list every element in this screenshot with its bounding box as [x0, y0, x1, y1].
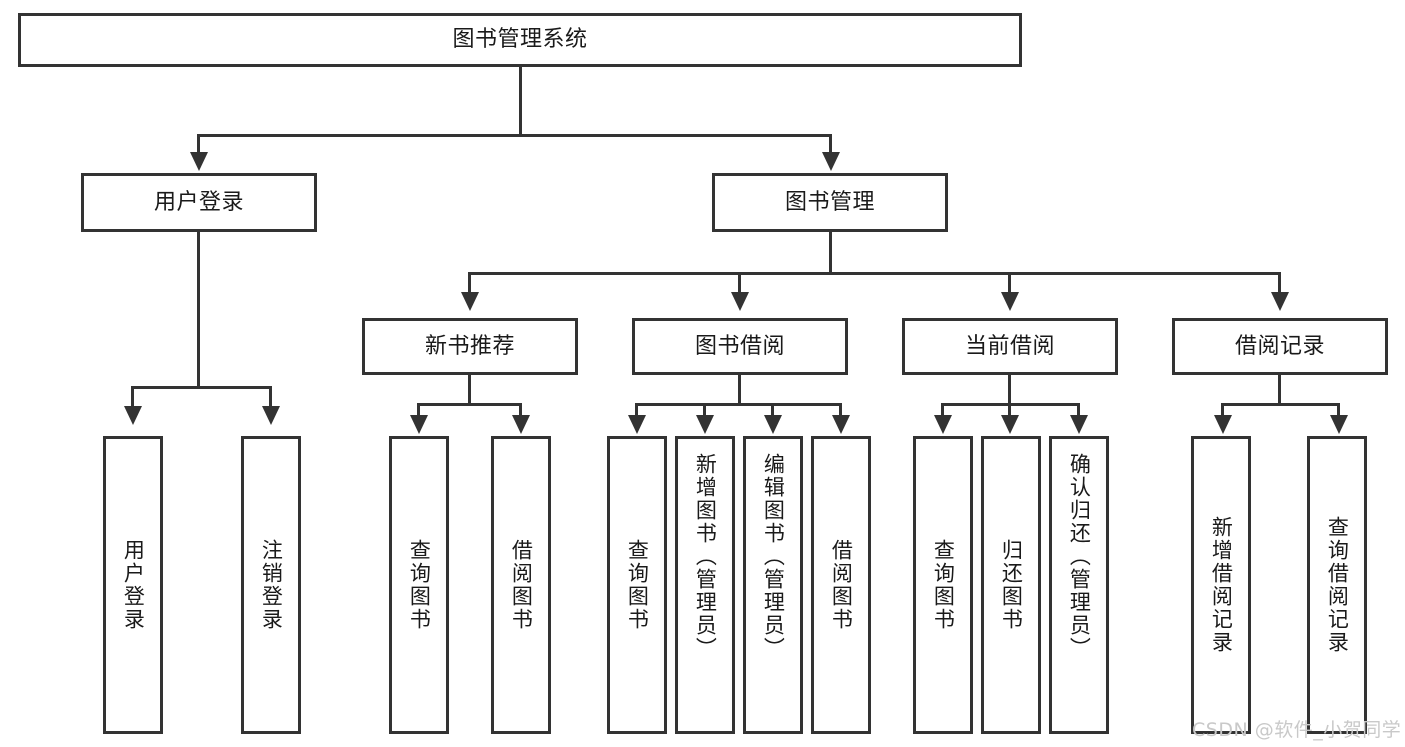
connector-current-borrow-stem: [1008, 375, 1011, 405]
node-label: 归还图书: [999, 539, 1024, 631]
node-root-system[interactable]: 图书管理系统: [18, 13, 1022, 67]
connector-bb-3: [771, 403, 774, 419]
node-label: 图书管理系统: [452, 27, 588, 53]
node-user-login[interactable]: 用户登录: [81, 173, 317, 232]
connector-new-book-bus: [417, 403, 522, 406]
node-label: 用户登录: [121, 539, 146, 631]
connector-cb-2: [1008, 403, 1011, 419]
node-label: 新书推荐: [424, 333, 515, 359]
leaf-edit-book-admin[interactable]: 编辑图书（管理员）: [743, 436, 803, 734]
connector-borrow-record-stem: [1278, 375, 1281, 405]
node-label: 查询借阅记录: [1325, 516, 1350, 654]
arrow-to-leaf-borrow-book-2: [832, 415, 850, 434]
connector-cb-3: [1077, 403, 1080, 419]
node-current-borrow[interactable]: 当前借阅: [902, 318, 1118, 375]
node-book-borrow[interactable]: 图书借阅: [632, 318, 848, 375]
arrow-to-leaf-user-login: [124, 406, 142, 425]
arrow-to-leaf-query-record: [1330, 415, 1348, 434]
arrow-to-leaf-edit-book: [764, 415, 782, 434]
leaf-borrow-book[interactable]: 借阅图书: [811, 436, 871, 734]
connector-user-login-left: [131, 386, 134, 408]
node-label: 确认归还（管理员）: [1067, 453, 1092, 660]
leaf-confirm-return-admin[interactable]: 确认归还（管理员）: [1049, 436, 1109, 734]
connector-root-stem: [519, 67, 522, 134]
connector-user-login-bus: [131, 386, 272, 389]
arrow-to-current-borrow: [1001, 292, 1019, 311]
node-label: 借阅图书: [509, 539, 534, 631]
connector-to-new-book: [468, 272, 471, 294]
connector-bb-4: [839, 403, 842, 419]
leaf-return-book[interactable]: 归还图书: [981, 436, 1041, 734]
arrow-to-leaf-add-record: [1214, 415, 1232, 434]
leaf-add-borrow-record[interactable]: 新增借阅记录: [1191, 436, 1251, 734]
connector-book-borrow-bus: [635, 403, 842, 406]
arrow-to-book-borrow: [731, 292, 749, 311]
node-label: 借阅记录: [1234, 333, 1325, 359]
connector-bb-2: [703, 403, 706, 419]
node-label: 用户登录: [153, 189, 244, 215]
arrow-to-new-book-recommend: [461, 292, 479, 311]
node-label: 编辑图书（管理员）: [761, 453, 786, 660]
arrow-to-leaf-query-book-3: [934, 415, 952, 434]
connector-book-manage-stem: [829, 232, 832, 274]
arrow-to-leaf-borrow-book-1: [512, 415, 530, 434]
arrow-root-to-user-login: [190, 152, 208, 171]
node-book-management[interactable]: 图书管理: [712, 173, 948, 232]
connector-br-2: [1337, 403, 1340, 419]
connector-new-book-stem: [468, 375, 471, 405]
connector-book-borrow-stem: [738, 375, 741, 405]
node-label: 查询图书: [625, 539, 650, 631]
connector-book-manage-bus: [468, 272, 1281, 275]
watermark-text: CSDN @软件_小贺同学: [1192, 719, 1402, 741]
connector-to-current-borrow: [1008, 272, 1011, 294]
connector-root-to-user-login: [197, 134, 200, 154]
connector-root-bus: [197, 134, 832, 137]
node-label: 新增借阅记录: [1209, 516, 1234, 654]
connector-new-book-left: [417, 403, 420, 419]
leaf-borrow-book-recommend[interactable]: 借阅图书: [491, 436, 551, 734]
leaf-add-book-admin[interactable]: 新增图书（管理员）: [675, 436, 735, 734]
arrow-to-leaf-query-book-1: [410, 415, 428, 434]
leaf-query-borrow-record[interactable]: 查询借阅记录: [1307, 436, 1367, 734]
connector-borrow-record-bus: [1221, 403, 1340, 406]
arrow-to-leaf-return-book: [1001, 415, 1019, 434]
node-label: 图书借阅: [694, 333, 785, 359]
leaf-query-book-recommend[interactable]: 查询图书: [389, 436, 449, 734]
connector-user-login-stem: [197, 232, 200, 389]
arrow-root-to-book-manage: [822, 152, 840, 171]
connector-root-to-book-manage: [829, 134, 832, 154]
connector-to-borrow-record: [1278, 272, 1281, 294]
leaf-logout[interactable]: 注销登录: [241, 436, 301, 734]
arrow-to-leaf-logout: [262, 406, 280, 425]
arrow-to-leaf-confirm-return: [1070, 415, 1088, 434]
connector-user-login-right: [269, 386, 272, 408]
node-borrow-record[interactable]: 借阅记录: [1172, 318, 1388, 375]
node-label: 借阅图书: [829, 539, 854, 631]
leaf-user-login[interactable]: 用户登录: [103, 436, 163, 734]
node-label: 查询图书: [407, 539, 432, 631]
arrow-to-leaf-query-book-2: [628, 415, 646, 434]
leaf-query-book-current[interactable]: 查询图书: [913, 436, 973, 734]
node-label: 查询图书: [931, 539, 956, 631]
node-label: 注销登录: [259, 539, 284, 631]
node-label: 当前借阅: [964, 333, 1055, 359]
connector-bb-1: [635, 403, 638, 419]
arrow-to-leaf-add-book: [696, 415, 714, 434]
connector-new-book-right: [519, 403, 522, 419]
node-label: 新增图书（管理员）: [693, 453, 718, 660]
connector-to-book-borrow: [738, 272, 741, 294]
node-label: 图书管理: [784, 189, 875, 215]
node-new-book-recommend[interactable]: 新书推荐: [362, 318, 578, 375]
arrow-to-borrow-record: [1271, 292, 1289, 311]
leaf-query-book-borrow[interactable]: 查询图书: [607, 436, 667, 734]
connector-cb-1: [941, 403, 944, 419]
connector-br-1: [1221, 403, 1224, 419]
